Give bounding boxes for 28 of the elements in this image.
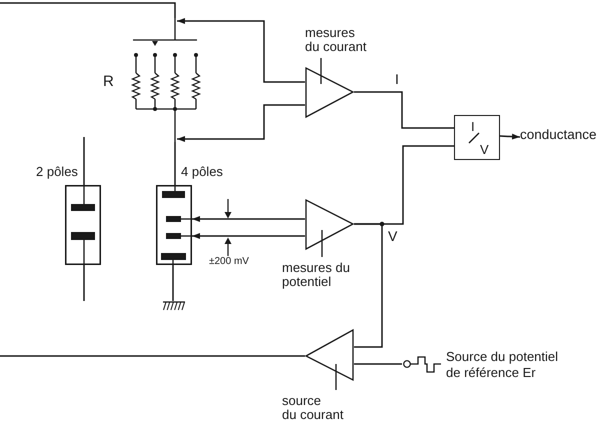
- arrow: [192, 216, 305, 222]
- component-label: source du courant: [282, 394, 344, 422]
- wire: [354, 91, 454, 129]
- wire: [354, 363, 402, 365]
- arrow: [177, 104, 305, 142]
- component-label: mesures du courant: [305, 26, 366, 54]
- denominator-text: V: [480, 143, 489, 157]
- arrow: [192, 233, 305, 239]
- signal-label: I: [395, 72, 399, 86]
- component-label: mesures du potentiel: [282, 261, 350, 289]
- component-label: 4 pôles: [181, 165, 223, 179]
- component-label: 2 pôles: [36, 165, 78, 179]
- component-label: Source du potentiel de référence Er: [446, 349, 558, 381]
- signal-label: V: [388, 229, 398, 243]
- measurement-label: ±200 mV: [209, 255, 249, 269]
- wire: [174, 142, 176, 185]
- ratio-block: [454, 115, 500, 160]
- wire: [83, 137, 85, 185]
- component-label: R: [103, 75, 114, 89]
- output-label: conductance: [520, 128, 597, 142]
- wire: [0, 2, 176, 18]
- arrow: [177, 18, 305, 83]
- wire: [0, 355, 305, 357]
- wire: [172, 265, 174, 301]
- wire: [354, 223, 383, 348]
- wire: [83, 265, 85, 301]
- arrow: [500, 134, 520, 140]
- numerator-text: I: [471, 120, 475, 134]
